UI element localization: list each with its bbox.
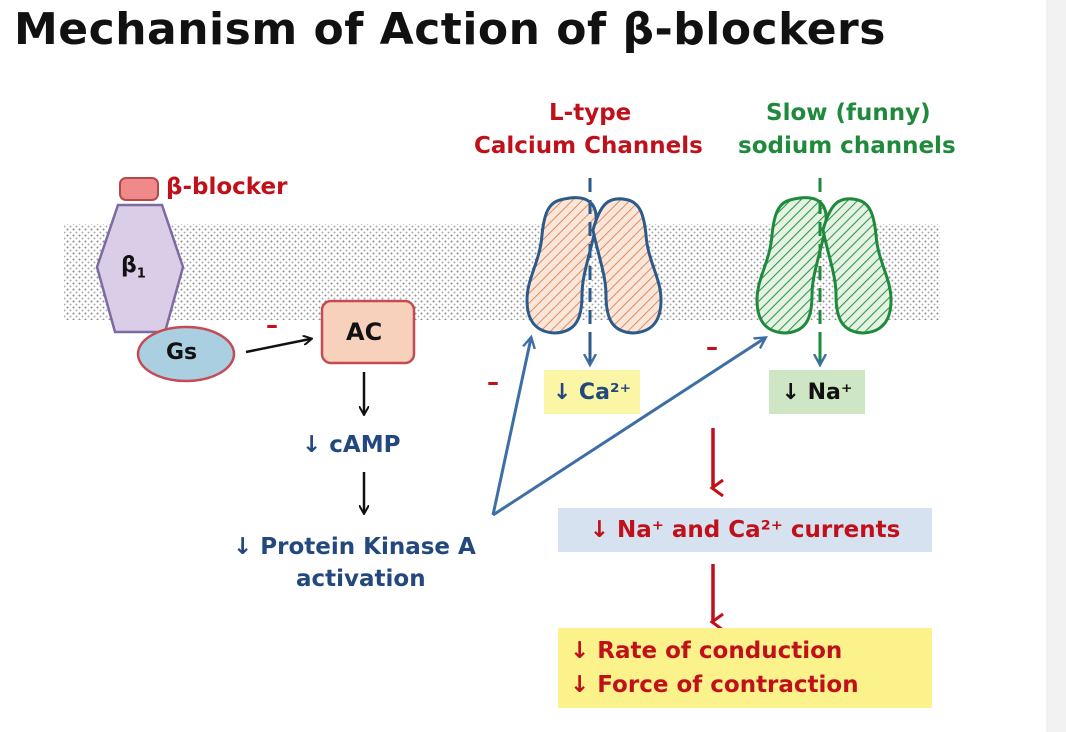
gs-to-ac-arrow (245, 339, 310, 354)
calcium-decrease-box: ↓ Ca²⁺ (544, 370, 640, 414)
pka-to-calcium-arrow (491, 338, 531, 516)
currents-label: ↓ Na⁺ and Ca²⁺ currents (589, 517, 901, 543)
adenylyl-cyclase-box (320, 299, 416, 365)
ltype-label-line2: Calcium Channels (474, 133, 703, 159)
sodium-channel-right (821, 197, 893, 335)
pka-to-sodium-arrow (492, 338, 765, 517)
beta1-symbol: β (121, 253, 137, 278)
pka-label-line1: ↓ Protein Kinase A (233, 534, 476, 560)
pka-label-line2: activation (296, 566, 426, 592)
beta-blocker-label: β-blocker (166, 174, 288, 200)
gs-protein (136, 325, 236, 383)
calcium-inhibition-minus: – (487, 368, 499, 396)
sodium-decrease-label: ↓ Na⁺ (781, 379, 853, 405)
camp-label: ↓ cAMP (302, 432, 401, 458)
outcome-rate-label: ↓ Rate of conduction (570, 638, 843, 664)
funny-label-line2: sodium channels (738, 133, 956, 159)
gs-label: Gs (166, 340, 198, 365)
ltype-label-line1: L-type (549, 100, 632, 126)
ac-label: AC (346, 318, 383, 346)
outcome-force-label: ↓ Force of contraction (570, 672, 859, 698)
beta-blocker-drug (119, 177, 159, 201)
gs-inhibition-minus: – (266, 311, 278, 339)
funny-label-line1: Slow (funny) (766, 100, 931, 126)
right-edge-strip (1046, 0, 1066, 732)
beta1-subscript: 1 (136, 266, 146, 282)
calcium-channel-right (591, 197, 663, 335)
calcium-decrease-label: ↓ Ca²⁺ (552, 379, 632, 405)
outcome-box: ↓ Rate of conduction ↓ Force of contract… (558, 628, 932, 708)
beta1-receptor-label: β1 (121, 253, 146, 281)
sodium-inhibition-minus: – (706, 333, 718, 361)
sodium-decrease-box: ↓ Na⁺ (769, 370, 865, 414)
currents-box: ↓ Na⁺ and Ca²⁺ currents (558, 508, 932, 552)
page-title: Mechanism of Action of β-blockers (14, 4, 886, 55)
